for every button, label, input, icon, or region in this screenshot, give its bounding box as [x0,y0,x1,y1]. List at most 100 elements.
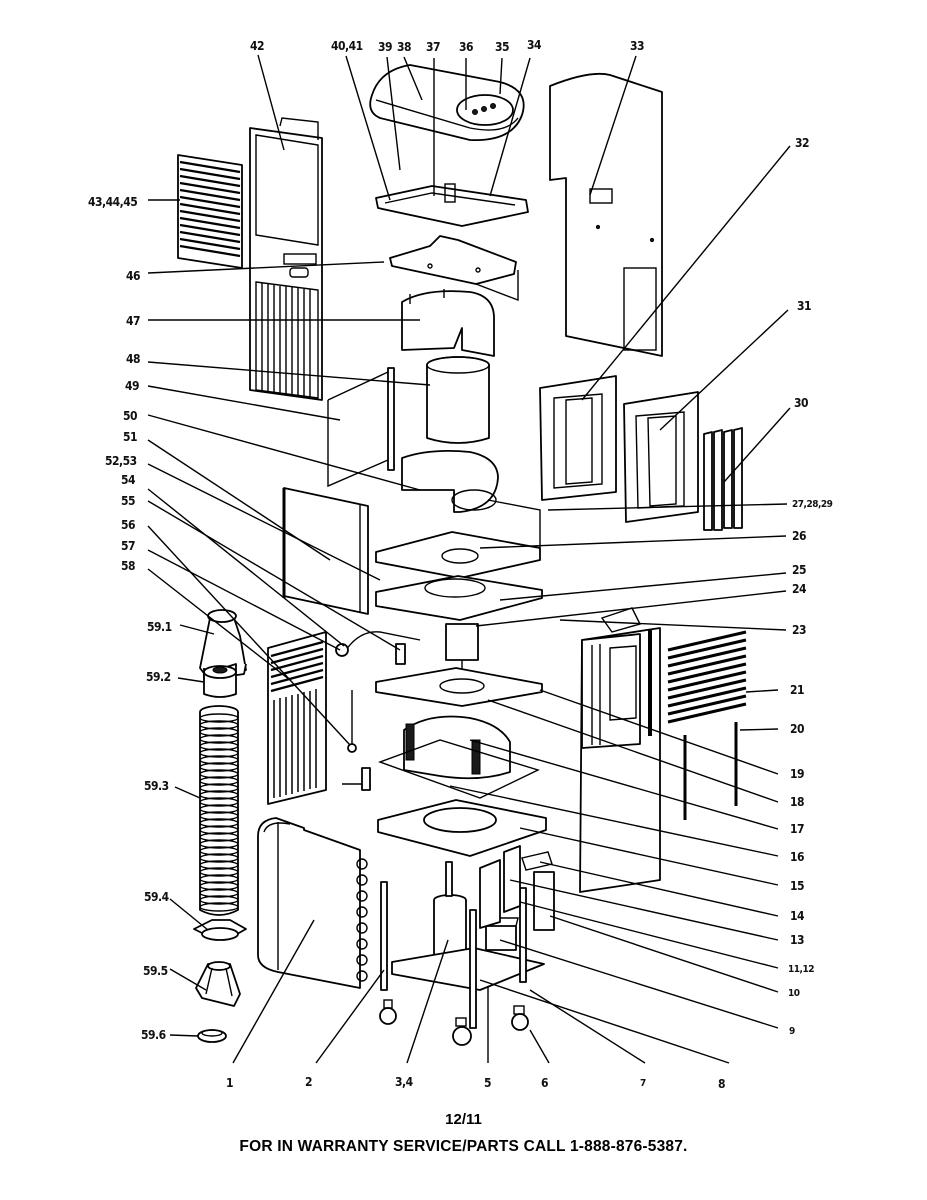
hose-ring [199,895,239,905]
part-louvers [667,630,747,820]
hose-ring [199,888,239,898]
callout-26: 26 [792,529,806,543]
callout-8: 8 [718,1077,725,1091]
hose-ring [199,790,239,800]
hose-ring [199,804,239,814]
hose-ring [199,839,239,849]
part-control-tray [375,183,529,227]
part-motor-mount-plate [375,575,543,621]
callout-59-6: 59.6 [141,1028,166,1042]
callout-15: 15 [790,879,804,893]
callout-35: 35 [495,40,509,54]
hose-ring [199,734,239,744]
callout-55: 55 [121,494,135,508]
callout-21: 21 [790,683,804,697]
callout-50: 50 [123,409,137,423]
part-fan-shroud-upper [401,289,495,357]
callout-37: 37 [426,40,440,54]
callout-49: 49 [125,379,139,393]
callout-18: 18 [790,795,804,809]
callout-6: 6 [541,1076,548,1090]
callout-19: 19 [790,767,804,781]
part-condenser-frame [623,391,699,523]
hose-ring [199,797,239,807]
callout-46: 46 [126,269,140,283]
callout-31: 31 [797,299,811,313]
callout-40-41: 40,41 [331,39,363,53]
callout-48: 48 [126,352,140,366]
leader-lines [147,54,791,1064]
hose-ring [199,818,239,828]
part-partition-plate [375,499,541,579]
hose-ring [199,783,239,793]
hose-ring [199,762,239,772]
hose-ring [199,867,239,877]
part-fan-cylinder [426,356,490,444]
part-fan-shroud-lower [401,449,499,513]
callout-39: 39 [378,40,392,54]
hose-ring [199,881,239,891]
part-top-plate [389,235,519,302]
hose-ring [199,748,239,758]
callout-20: 20 [790,722,804,736]
callout-59-5: 59.5 [143,964,168,978]
callout-38: 38 [397,40,411,54]
service-notice: FOR IN WARRANTY SERVICE/PARTS CALL 1-888… [239,1138,688,1155]
callout-59-2: 59.2 [146,670,171,684]
part-bracket [327,367,395,488]
hose-ring [199,811,239,821]
part-top-control-cover [369,64,525,141]
callout-24: 24 [792,582,807,596]
part-condenser-coil [257,817,368,989]
callout-36: 36 [459,40,473,54]
hose-ring [199,846,239,856]
date-code: 12/11 [445,1111,482,1128]
hose-ring [199,825,239,835]
callout-13: 13 [790,933,804,947]
hose-ring [199,727,239,737]
part-filter-grille [177,154,243,269]
hose-ring [199,874,239,884]
callout-labels: 42 40,41 39 38 37 36 35 34 33 32 31 30 2… [88,38,833,1091]
part-pillar [380,881,388,991]
callout-25: 25 [792,563,806,577]
callout-34: 34 [527,38,542,52]
callout-2: 2 [305,1075,312,1089]
part-drain-float [342,690,371,791]
part-fin-strips [703,427,743,531]
callout-52-53: 52,53 [105,454,137,468]
caster-wheels [379,999,529,1046]
hose-ring [199,713,239,723]
part-blower-housing [377,715,540,799]
callout-30: 30 [794,396,808,410]
hose-ring [199,776,239,786]
callout-5: 5 [484,1076,491,1090]
callout-23: 23 [792,623,806,637]
part-condenser-top-plate [377,799,547,857]
callout-10: 10 [788,988,800,999]
hose-ring [199,860,239,870]
part-impeller-plate [375,667,543,707]
callout-7: 7 [640,1078,646,1089]
callout-11-12: 11,12 [788,964,814,975]
callout-59-3: 59.3 [144,779,169,793]
part-front-panel [249,117,323,401]
callout-33: 33 [630,39,644,53]
hose-ring [199,902,239,912]
callout-54: 54 [121,473,136,487]
hose-ring [199,720,239,730]
part-rear-panel [549,72,663,357]
callout-43-44-45: 43,44,45 [88,195,137,209]
callout-27-28-29: 27,28,29 [792,499,833,510]
callout-57: 57 [121,539,135,553]
part-rear-grille [267,631,327,805]
callout-56: 56 [121,518,135,532]
callout-16: 16 [790,850,804,864]
hose-ring [199,769,239,779]
part-evaporator-block [282,487,369,615]
callout-42: 42 [250,39,264,53]
part-evaporator-frame [539,375,617,501]
callout-51: 51 [123,430,137,444]
part-exhaust-hose-kit [193,609,247,1043]
